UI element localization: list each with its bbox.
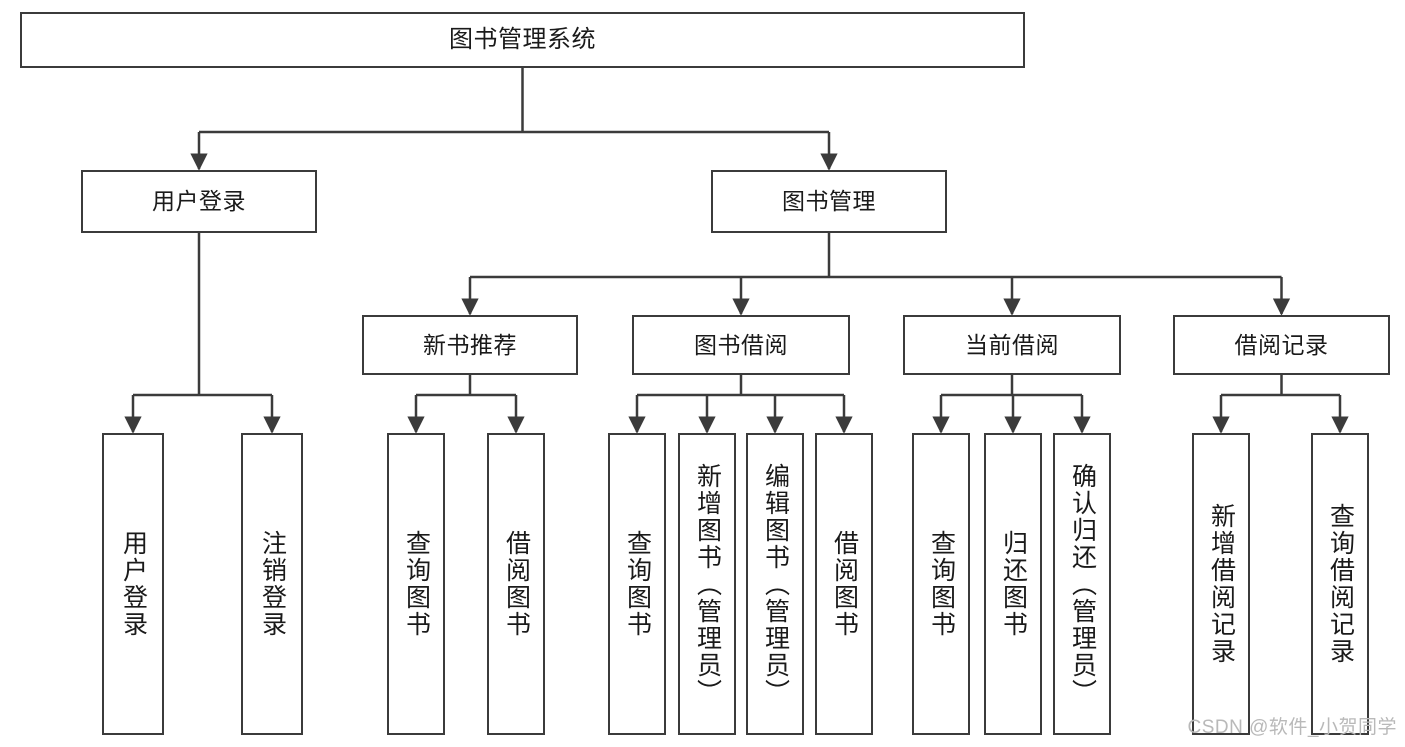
node-leaf-borrow-book-2[interactable]: 借阅图书 [815,433,873,735]
node-leaf-logout[interactable]: 注销登录 [241,433,303,735]
node-label-root: 图书管理系统 [449,26,596,54]
node-leaf-edit-book[interactable]: 编辑图书（管理员） [746,433,804,735]
node-label-leaf-add-record: 新增借阅记录 [1207,503,1236,665]
watermark: CSDN @软件_小贺同学 [1187,717,1397,738]
node-label-leaf-logout: 注销登录 [258,530,287,638]
node-label-leaf-user-login: 用户登录 [119,530,148,638]
node-label-leaf-query-book-1: 查询图书 [402,530,431,638]
node-new-book-rec[interactable]: 新书推荐 [362,315,578,375]
node-label-leaf-query-book-2: 查询图书 [623,530,652,638]
node-borrow-record[interactable]: 借阅记录 [1173,315,1390,375]
node-leaf-query-book-3[interactable]: 查询图书 [912,433,970,735]
node-label-leaf-borrow-book-1: 借阅图书 [502,530,531,638]
node-label-user-login: 用户登录 [152,188,246,215]
node-leaf-query-book-1[interactable]: 查询图书 [387,433,445,735]
node-leaf-return-book[interactable]: 归还图书 [984,433,1042,735]
node-leaf-borrow-book-1[interactable]: 借阅图书 [487,433,545,735]
node-label-borrow-record: 借阅记录 [1234,331,1329,358]
node-current-borrow[interactable]: 当前借阅 [903,315,1121,375]
node-label-leaf-add-book: 新增图书（管理员） [693,462,722,706]
node-leaf-query-record[interactable]: 查询借阅记录 [1311,433,1369,735]
node-user-login[interactable]: 用户登录 [81,170,317,233]
node-label-leaf-return-book: 归还图书 [999,530,1028,638]
node-label-leaf-query-book-3: 查询图书 [927,530,956,638]
node-leaf-query-book-2[interactable]: 查询图书 [608,433,666,735]
node-leaf-add-record[interactable]: 新增借阅记录 [1192,433,1250,735]
node-label-new-book-rec: 新书推荐 [423,331,517,358]
node-label-book-manage: 图书管理 [782,188,876,215]
node-book-manage[interactable]: 图书管理 [711,170,947,233]
node-label-leaf-edit-book: 编辑图书（管理员） [761,462,790,706]
node-leaf-confirm-return[interactable]: 确认归还（管理员） [1053,433,1111,735]
node-leaf-add-book[interactable]: 新增图书（管理员） [678,433,736,735]
node-root[interactable]: 图书管理系统 [20,12,1025,68]
node-label-leaf-confirm-return: 确认归还（管理员） [1068,462,1097,706]
node-label-book-borrow: 图书借阅 [694,331,788,358]
node-leaf-user-login[interactable]: 用户登录 [102,433,164,735]
node-label-leaf-query-record: 查询借阅记录 [1326,503,1355,665]
node-book-borrow[interactable]: 图书借阅 [632,315,850,375]
node-label-current-borrow: 当前借阅 [965,331,1059,358]
node-label-leaf-borrow-book-2: 借阅图书 [830,530,859,638]
